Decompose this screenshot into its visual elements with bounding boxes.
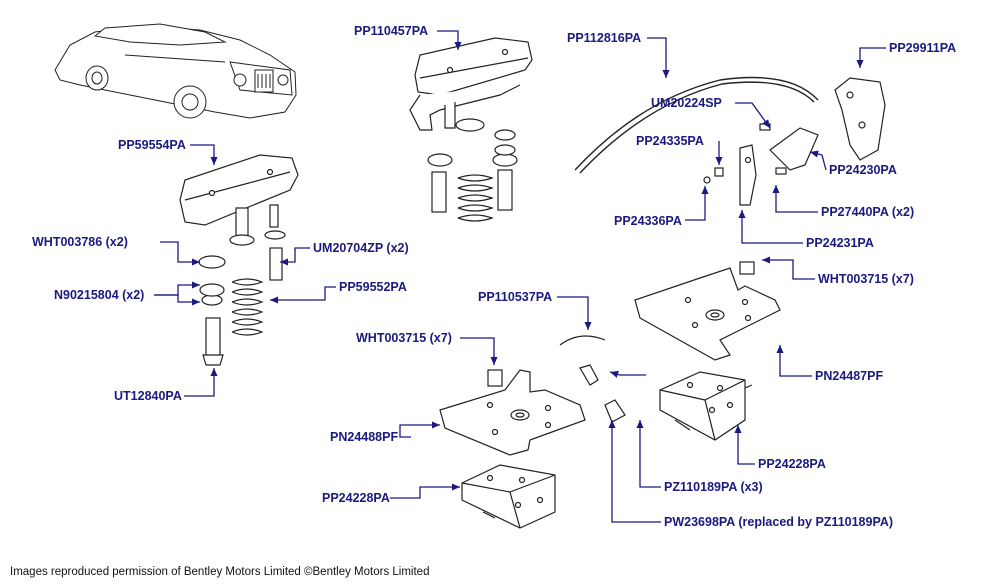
part-label-pp112816pa[interactable]: PP112816PA: [567, 31, 642, 45]
part-label-pp24231pa[interactable]: PP24231PA: [806, 236, 874, 250]
part-label-pp59552pa[interactable]: PP59552PA: [339, 280, 407, 294]
catch-plate-assembly-left: [179, 154, 299, 366]
part-label-pp24335pa[interactable]: PP24335PA: [636, 134, 704, 148]
part-label-pz110189pa[interactable]: PZ110189PA (x3): [664, 480, 763, 494]
leader-arrows: [154, 30, 886, 523]
part-label-pp110537pa[interactable]: PP110537PA: [478, 290, 553, 304]
part-label-pp24336pa[interactable]: PP24336PA: [614, 214, 682, 228]
part-label-wht003715-right[interactable]: WHT003715 (x7): [818, 272, 914, 286]
clips: [559, 335, 626, 423]
part-label-pp110457pa[interactable]: PP110457PA: [354, 24, 429, 38]
part-label-pp24230pa[interactable]: PP24230PA: [829, 163, 897, 177]
catch-assembly-center: [409, 37, 533, 222]
guide-block-left: [461, 464, 556, 529]
car-illustration: [54, 23, 297, 119]
part-label-pw23698pa[interactable]: PW23698PA (replaced by PZ110189PA): [664, 515, 894, 529]
part-label-pn24487pf[interactable]: PN24487PF: [815, 369, 884, 383]
part-label-pp24228pa-left[interactable]: PP24228PA: [322, 491, 390, 505]
copyright-credit: Images reproduced permission of Bentley …: [10, 566, 430, 578]
part-label-pp27440pa[interactable]: PP27440PA (x2): [821, 205, 915, 219]
part-label-ut12840pa[interactable]: UT12840PA: [114, 389, 182, 403]
guide-block-right: [659, 371, 753, 441]
part-label-pp59554pa[interactable]: PP59554PA: [118, 138, 186, 152]
release-lever-assembly: [703, 77, 886, 206]
striker-plate-left: [439, 369, 586, 456]
release-cable: [574, 76, 819, 174]
part-label-um20224sp[interactable]: UM20224SP: [651, 96, 722, 110]
striker-plate-right: [634, 261, 781, 361]
part-label-wht003786[interactable]: WHT003786 (x2): [32, 235, 128, 249]
part-label-wht003715-left[interactable]: WHT003715 (x7): [356, 331, 452, 345]
part-label-pp29911pa[interactable]: PP29911PA: [889, 41, 957, 55]
part-label-pn24488pf[interactable]: PN24488PF: [330, 430, 399, 444]
part-label-um20704zp[interactable]: UM20704ZP (x2): [313, 241, 409, 255]
part-label-pp24228pa-right[interactable]: PP24228PA: [758, 457, 826, 471]
part-label-n90215804[interactable]: N90215804 (x2): [54, 288, 145, 302]
